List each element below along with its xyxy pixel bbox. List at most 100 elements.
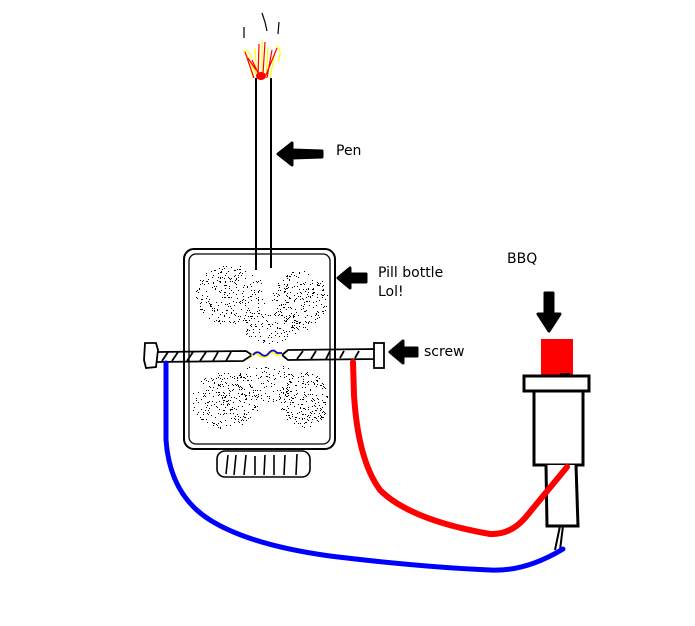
stipple-dot: [319, 405, 320, 406]
stipple-dot: [203, 396, 204, 397]
stipple-dot: [233, 385, 234, 386]
stipple-dot: [312, 394, 313, 395]
stipple-dot: [229, 317, 230, 318]
stipple-dot: [270, 315, 271, 316]
stipple-dot: [315, 403, 316, 404]
stipple-dot: [285, 289, 286, 290]
stipple-dot: [290, 402, 291, 403]
stipple-dot: [268, 324, 269, 325]
stipple-dot: [216, 402, 217, 403]
stipple-dot: [225, 420, 226, 421]
stipple-dot: [230, 410, 231, 411]
stipple-dot: [232, 377, 233, 378]
stipple-dot: [258, 291, 259, 292]
stipple-dot: [251, 324, 252, 325]
stipple-dot: [198, 402, 199, 403]
stipple-dot: [233, 310, 234, 311]
stipple-dot: [310, 296, 311, 297]
stipple-dot: [318, 285, 319, 286]
stipple-dot: [211, 271, 212, 272]
stipple-dot: [270, 326, 271, 327]
stipple-dot: [222, 312, 223, 313]
stipple-dot: [242, 393, 243, 394]
stipple-dot: [298, 315, 299, 316]
stipple-dot: [308, 409, 309, 410]
stipple-dot: [224, 292, 225, 293]
stipple-dot: [217, 425, 218, 426]
stipple-dot: [287, 285, 288, 286]
stipple-dot: [266, 367, 267, 368]
stipple-dot: [273, 399, 274, 400]
screw: [143, 342, 385, 369]
stipple-dot: [237, 377, 238, 378]
stipple-dot: [245, 396, 246, 397]
stipple-dot: [242, 273, 243, 274]
stipple-dot: [241, 389, 242, 390]
stipple-dot: [313, 382, 314, 383]
stipple-dot: [283, 280, 284, 281]
stipple-dot: [326, 306, 327, 307]
stipple-dot: [206, 380, 207, 381]
stipple-dot: [203, 383, 204, 384]
stipple-dot: [306, 396, 307, 397]
stipple-dot: [203, 312, 204, 313]
stipple-dot: [237, 269, 238, 270]
stipple-dot: [303, 308, 304, 309]
stipple-dot: [323, 289, 324, 290]
stipple-dot: [208, 283, 209, 284]
stipple-dot: [306, 322, 307, 323]
stipple-dot: [287, 334, 288, 335]
stipple-dot: [231, 278, 232, 279]
stipple-dot: [286, 415, 287, 416]
stipple-dot: [240, 301, 241, 302]
stipple-dot: [224, 393, 225, 394]
stipple-dot: [233, 413, 234, 414]
stipple-dot: [211, 405, 212, 406]
stipple-dot: [276, 293, 277, 294]
stipple-dot: [313, 288, 314, 289]
stipple-dot: [257, 316, 258, 317]
stipple-dot: [198, 292, 199, 293]
stipple-dot: [261, 398, 262, 399]
stipple-dot: [258, 307, 259, 308]
stipple-dot: [228, 403, 229, 404]
stipple-dot: [236, 313, 237, 314]
stipple-dot: [224, 321, 225, 322]
stipple-dot: [290, 298, 291, 299]
stipple-dot: [320, 283, 321, 284]
stipple-dot: [218, 373, 219, 374]
stipple-dot: [259, 290, 260, 291]
stipple-dot: [294, 300, 295, 301]
stipple-dot: [223, 392, 224, 393]
stipple-dot: [320, 408, 321, 409]
stipple-dot: [234, 397, 235, 398]
stipple-dot: [307, 329, 308, 330]
stipple-dot: [218, 273, 219, 274]
stipple-dot: [235, 283, 236, 284]
stipple-dot: [299, 273, 300, 274]
stipple-dot: [227, 401, 228, 402]
stipple-dot: [288, 390, 289, 391]
stipple-dot: [281, 305, 282, 306]
stipple-dot: [286, 320, 287, 321]
stipple-dot: [253, 392, 254, 393]
stipple-dot: [250, 316, 251, 317]
stipple-dot: [286, 286, 287, 287]
stipple-dot: [283, 304, 284, 305]
stipple-dot: [241, 376, 242, 377]
stipple-dot: [303, 379, 304, 380]
stipple-dot: [312, 406, 313, 407]
stipple-dot: [238, 280, 239, 281]
stipple-dot: [290, 404, 291, 405]
stipple-dot: [230, 376, 231, 377]
stipple-dot: [246, 312, 247, 313]
stipple-dot: [317, 285, 318, 286]
stipple-dot: [310, 415, 311, 416]
stipple-dot: [312, 411, 313, 412]
stipple-dot: [269, 396, 270, 397]
stipple-dot: [201, 302, 202, 303]
stipple-dot: [225, 285, 226, 286]
stipple-dot: [227, 404, 228, 405]
stipple-dot: [284, 377, 285, 378]
stipple-dot: [276, 300, 277, 301]
